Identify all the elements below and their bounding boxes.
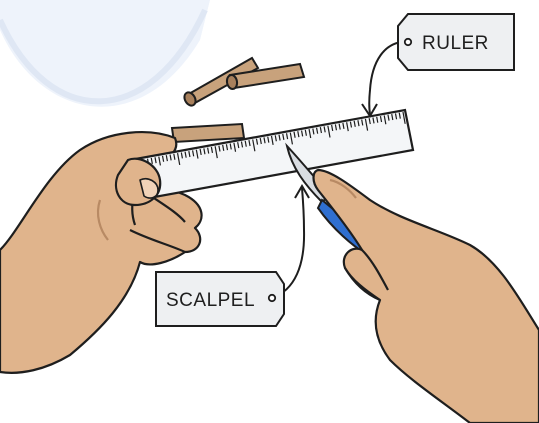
ruler-label-tag: RULER — [398, 14, 514, 70]
ruler-label: RULER — [422, 33, 489, 54]
scalpel-label-tag: SCALPEL — [156, 272, 284, 326]
right-hand — [314, 170, 539, 423]
ruler-icon — [130, 110, 413, 200]
scalpel-label: SCALPEL — [166, 290, 255, 311]
wooden-dowel-icon — [172, 58, 304, 142]
